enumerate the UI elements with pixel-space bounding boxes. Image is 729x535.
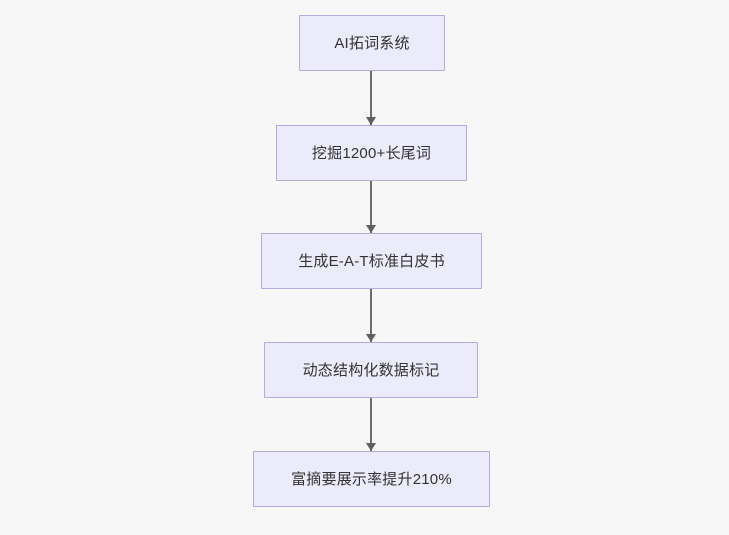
flow-node-structured-data-markup[interactable]: 动态结构化数据标记 (264, 342, 478, 398)
connector-line (370, 289, 372, 342)
flow-node-eat-whitepaper[interactable]: 生成E-A-T标准白皮书 (261, 233, 482, 289)
arrowhead-down-icon (366, 225, 376, 233)
flow-node-label: 动态结构化数据标记 (302, 361, 440, 379)
connector-line (370, 71, 372, 125)
flow-node-label: 富摘要展示率提升210% (291, 470, 452, 488)
flow-node-ai-keyword-system[interactable]: AI拓词系统 (299, 15, 445, 71)
arrowhead-down-icon (366, 334, 376, 342)
connector-line (370, 398, 372, 451)
connector-line (370, 181, 372, 233)
flow-node-rich-snippet-result[interactable]: 富摘要展示率提升210% (253, 451, 490, 507)
flow-node-label: 生成E-A-T标准白皮书 (298, 252, 445, 270)
flow-node-label: 挖掘1200+长尾词 (311, 144, 432, 162)
arrowhead-down-icon (366, 443, 376, 451)
flow-node-longtail-keywords[interactable]: 挖掘1200+长尾词 (276, 125, 467, 181)
arrowhead-down-icon (366, 117, 376, 125)
flow-node-label: AI拓词系统 (334, 34, 410, 52)
